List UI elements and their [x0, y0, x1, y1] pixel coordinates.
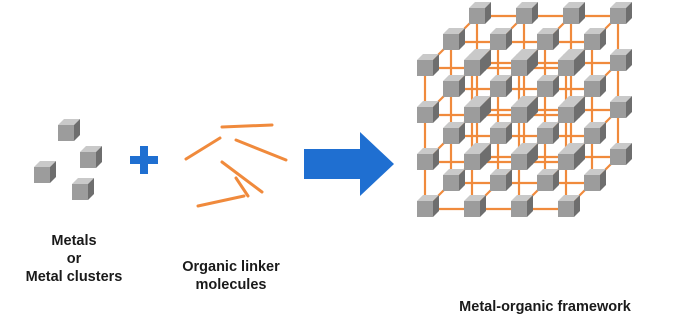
- framework-node-24: [584, 75, 606, 97]
- framework-node-3: [563, 2, 585, 24]
- linker-stick-3: [234, 138, 288, 162]
- framework-node-47: [511, 195, 533, 217]
- linker-stick-6: [196, 194, 246, 208]
- framework-node-46: [464, 195, 486, 217]
- framework-node-26: [490, 122, 512, 144]
- linker-stick-2: [184, 136, 222, 161]
- metals-label-line-3: Metal clusters: [25, 269, 123, 285]
- framework-node-4: [610, 2, 632, 24]
- metal-clusters-group: [34, 119, 102, 200]
- framework-node-28: [584, 122, 606, 144]
- framework-node-12: [610, 96, 632, 118]
- organic-linker-label-line-1: Organic linker: [182, 259, 280, 275]
- framework-metal-nodes: [417, 2, 632, 217]
- framework-node-16: [610, 143, 632, 165]
- framework-node-22: [490, 75, 512, 97]
- framework-node-34: [464, 54, 486, 76]
- organic-linker-label-line-2: molecules: [195, 277, 267, 293]
- framework-node-30: [490, 169, 512, 191]
- framework-node-21: [443, 75, 465, 97]
- linker-stick-4: [220, 160, 264, 194]
- linker-stick-5: [234, 176, 250, 198]
- framework-node-48: [558, 195, 580, 217]
- framework-node-18: [490, 28, 512, 50]
- framework-node-33: [417, 54, 439, 76]
- framework-node-44: [558, 148, 580, 170]
- framework-node-20: [584, 28, 606, 50]
- plus-icon: [130, 146, 158, 174]
- framework-node-43: [511, 148, 533, 170]
- organic-linker-label: Organic linker molecules: [156, 258, 306, 294]
- organic-linkers-group: [184, 123, 288, 208]
- framework-node-41: [417, 148, 439, 170]
- mof-label: Metal-organic framework: [459, 299, 631, 315]
- metals-label: Metals or Metal clusters: [4, 232, 144, 286]
- metals-label-line-1: Metals: [51, 233, 97, 249]
- arrow-right-icon: [304, 132, 394, 196]
- framework-node-2: [516, 2, 538, 24]
- framework-node-23: [537, 75, 559, 97]
- framework-node-29: [443, 169, 465, 191]
- metal-cube-2: [80, 146, 102, 168]
- framework-node-19: [537, 28, 559, 50]
- metal-cube-1: [58, 119, 80, 141]
- metal-cube-3: [34, 161, 56, 183]
- framework-node-35: [511, 54, 533, 76]
- framework-node-31: [537, 169, 559, 191]
- metals-label-line-2: or: [66, 251, 82, 267]
- framework-node-45: [417, 195, 439, 217]
- framework-node-42: [464, 148, 486, 170]
- framework-node-36: [558, 54, 580, 76]
- framework-node-37: [417, 101, 439, 123]
- framework-node-27: [537, 122, 559, 144]
- framework-node-8: [610, 49, 632, 71]
- framework-node-32: [584, 169, 606, 191]
- framework-node-17: [443, 28, 465, 50]
- framework-node-39: [511, 101, 533, 123]
- framework-node-40: [558, 101, 580, 123]
- linker-stick-1: [220, 123, 274, 129]
- metal-cube-4: [72, 178, 94, 200]
- framework-node-25: [443, 122, 465, 144]
- framework-node-38: [464, 101, 486, 123]
- framework-node-1: [469, 2, 491, 24]
